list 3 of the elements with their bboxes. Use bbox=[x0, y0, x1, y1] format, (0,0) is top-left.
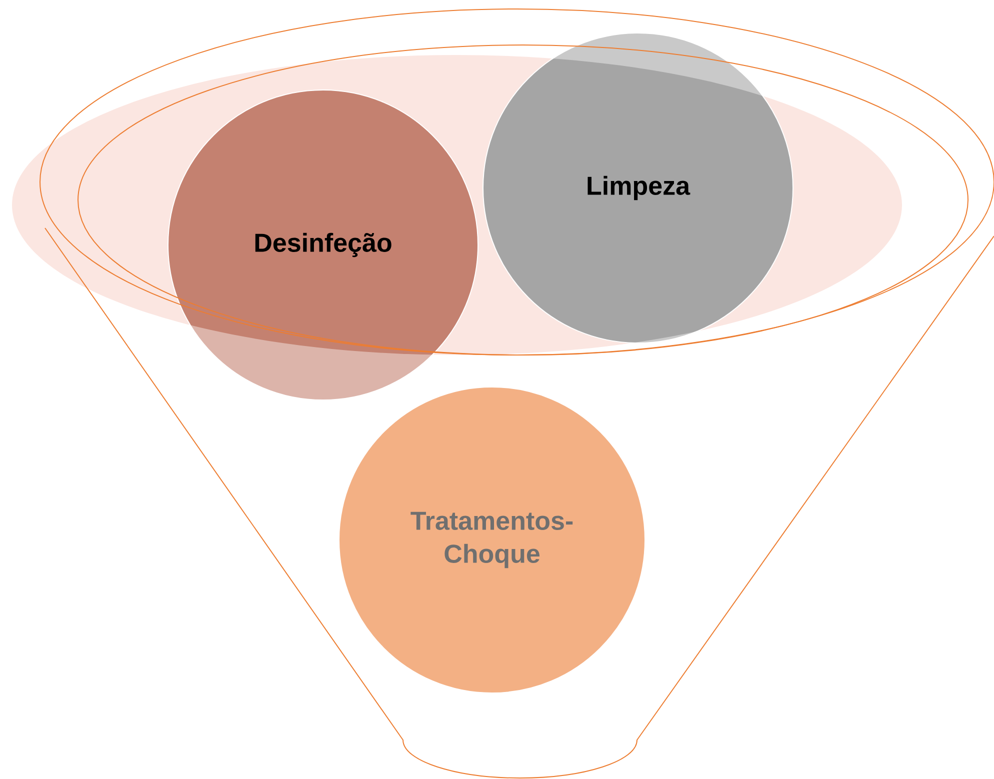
circle-node: Limpeza bbox=[482, 32, 794, 344]
circle-node: Desinfeção bbox=[168, 90, 478, 400]
circle-node: Tratamentos-Choque bbox=[338, 386, 646, 694]
